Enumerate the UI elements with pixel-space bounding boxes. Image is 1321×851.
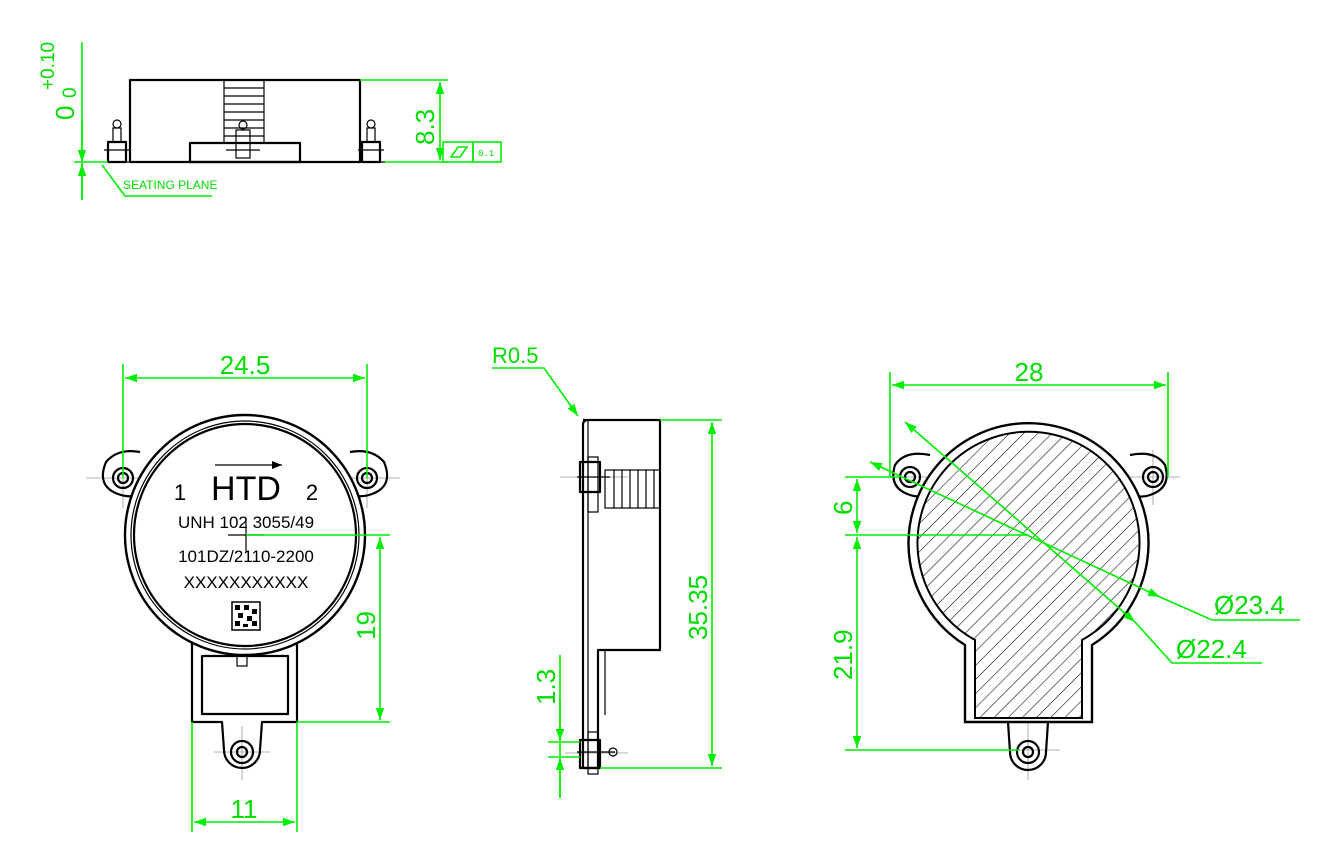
back-dia-inner-text: Ø22.4 (1176, 634, 1247, 664)
front-tab-outline (190, 632, 299, 770)
top-center-terminal (226, 120, 260, 159)
back-dia-outer-text: Ø23.4 (1214, 590, 1285, 620)
back-dia-outer-leader (1159, 596, 1300, 621)
side-spring-strip (604, 469, 661, 509)
side-lower-terminal (578, 738, 602, 770)
pin-right-label: 2 (306, 480, 318, 505)
front-tab-dim-text: 11 (231, 794, 258, 824)
pin-left-label: 1 (174, 480, 186, 505)
seating-plane-label: SEATING PLANE (123, 178, 217, 192)
top-connector-block (188, 141, 302, 164)
back-dia-outer-line (869, 461, 1161, 598)
back-view: 28 6 21.9 Ø22.4 Ø23.4 (828, 357, 1300, 780)
back-offset-dim-text: 6 (828, 501, 858, 515)
front-bottom-hole-inner (235, 745, 249, 759)
front-width-dim-text: 24.5 (220, 350, 271, 380)
top-right-terminal (358, 119, 384, 164)
label-text-line2: 101DZ/2110-2200 (178, 547, 314, 566)
flatness-value: 0.1 (478, 149, 494, 159)
front-bottom-hole-outer (229, 739, 255, 765)
tol-base-text: 0 (50, 106, 80, 120)
side-height-dim-text: 35.35 (683, 575, 713, 640)
side-radius-leader (492, 367, 579, 417)
back-dia-inner-leader (1134, 621, 1262, 664)
front-center-height-dim-text: 19 (351, 611, 381, 640)
tol-lower-text: 0 (60, 87, 81, 98)
back-hatched-area (916, 430, 1141, 719)
top-left-terminal (104, 119, 130, 164)
back-bottom-dim-text: 21.9 (828, 629, 858, 680)
side-view: R0.5 35.35 1.3 (492, 343, 722, 798)
back-width-dim-text: 28 (1015, 357, 1044, 387)
brand-label: HTD (211, 470, 281, 508)
side-radius-text: R0.5 (492, 343, 538, 368)
front-label-window (200, 654, 290, 716)
seating-plane-leader (101, 164, 212, 197)
tol-upper-text: +0.10 (38, 42, 59, 90)
datamatrix-code (231, 601, 261, 631)
top-height-dim-text: 8.3 (410, 109, 440, 145)
top-spring-strip (223, 79, 265, 144)
top-view: +0.10 0 0 SEATING PLANE 8.3 0.1 (38, 42, 502, 200)
flatness-control-frame: 0.1 (442, 141, 502, 163)
front-view: 1 2 HTD UNH 102 3055/49 101DZ/2110-2200 … (86, 350, 400, 832)
back-bottom-lug (1006, 721, 1050, 772)
brand-arrow-icon (272, 461, 282, 469)
side-thickness-dim-text: 1.3 (531, 669, 561, 705)
flatness-icon (449, 146, 469, 158)
label-text-line3: XXXXXXXXXXX (184, 573, 309, 592)
side-body-outline (581, 418, 662, 770)
